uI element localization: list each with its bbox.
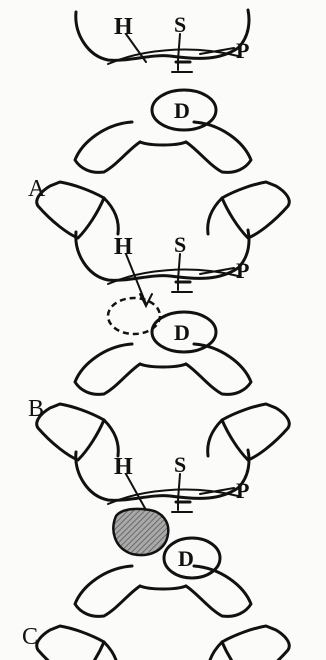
label-p-b: P (236, 258, 249, 283)
label-s-a: S (174, 12, 186, 37)
label-d-a: D (174, 98, 190, 123)
label-s-c: S (174, 452, 186, 477)
label-h-c: H (114, 454, 133, 480)
label-p-c: P (236, 478, 249, 503)
panel-label-b: B (28, 396, 44, 422)
label-s-b: S (174, 232, 186, 257)
label-p-a: P (236, 38, 249, 63)
label-h-b: H (114, 234, 133, 260)
label-h-a: H (114, 14, 133, 40)
label-d-b: D (174, 320, 190, 345)
panel-label-a: A (28, 176, 46, 202)
label-d-c: D (178, 546, 194, 571)
panel-b: H S P D B (28, 230, 289, 460)
panel-a: H S P D A (28, 10, 289, 238)
panel-c: H S P D C (22, 450, 289, 660)
panel-label-c: C (22, 624, 38, 650)
herniated-mass-c (113, 509, 168, 555)
